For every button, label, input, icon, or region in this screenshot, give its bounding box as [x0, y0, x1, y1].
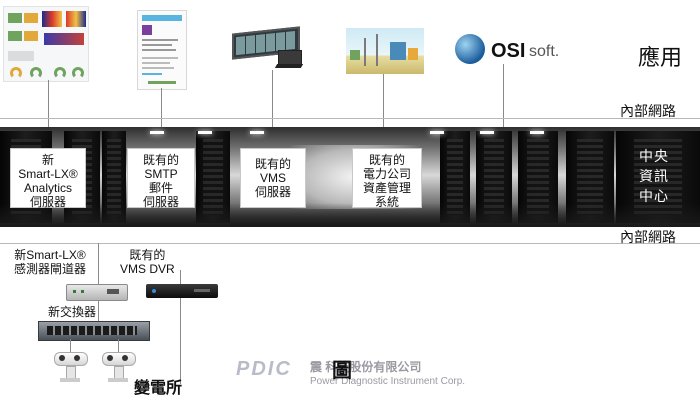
connector-osisoft — [503, 64, 504, 132]
data-center-label-line: 中央 — [639, 148, 669, 164]
gateway-label-line: 新Smart-LX® — [14, 248, 86, 262]
server-line: 郵件 — [148, 181, 173, 195]
data-center-image — [0, 127, 700, 227]
smart-lx-analytics-server: 新 Smart-LX® Analytics 伺服器 — [10, 148, 86, 209]
thermal-camera-icon — [52, 350, 88, 384]
watermark-company-en: Power Diagnostic Instrument Corp. — [310, 376, 466, 387]
connector-asset — [383, 74, 384, 148]
email-phone-thumbnail — [137, 10, 187, 90]
asset-management-illustration-icon — [346, 28, 424, 74]
server-line: 系統 — [374, 195, 399, 209]
gateway-label-line: 感測器閘道器 — [14, 262, 87, 276]
data-center-label: 中央資訊中心 — [622, 146, 686, 206]
dvr-label: 既有的 VMS DVR — [120, 248, 175, 276]
vms-server: 既有的 VMS 伺服器 — [240, 148, 306, 208]
internal-network-label-top: 內部網路 — [620, 103, 676, 119]
server-line: 既有的 — [254, 157, 291, 171]
substation-label: 變電所 — [134, 380, 183, 397]
dvr-label-line: 既有的 — [129, 248, 166, 262]
server-line: Analytics — [23, 181, 73, 195]
connector-camera-right — [118, 339, 119, 353]
data-center-label-line: 中心 — [639, 188, 669, 204]
application-layer-label: 應用 — [638, 45, 683, 70]
osisoft-logo: OSI soft. — [455, 34, 565, 68]
switch-label: 新交換器 — [48, 305, 97, 319]
connector-dvr — [180, 270, 181, 384]
connector-gateway — [98, 243, 99, 285]
osisoft-suffix: soft. — [529, 43, 560, 60]
server-line: 伺服器 — [29, 195, 66, 209]
watermark-company-cn: 震 科技股份有限公司 — [310, 360, 422, 374]
server-line: 電力公司 — [362, 167, 411, 181]
internal-network-label-bottom: 內部網路 — [620, 229, 676, 245]
server-line: 伺服器 — [142, 195, 179, 209]
dvr-label-line: VMS DVR — [120, 262, 175, 276]
figure-label: 圖 — [332, 360, 352, 382]
server-line: 伺服器 — [254, 185, 291, 199]
vms-monitor-icon — [232, 26, 310, 70]
internal-network-line-bottom — [0, 243, 700, 244]
server-line: 既有的 — [142, 153, 179, 167]
data-center-label-line: 資訊 — [639, 168, 669, 184]
network-switch-device — [38, 321, 150, 341]
analytics-dashboard-thumbnail — [3, 6, 89, 82]
server-line: VMS — [259, 171, 286, 185]
gateway-label: 新Smart-LX® 感測器閘道器 — [14, 248, 86, 276]
smtp-mail-server: 既有的 SMTP 郵件 伺服器 — [127, 148, 195, 209]
osisoft-globe-icon — [455, 34, 485, 64]
watermark-brand: PDIC — [236, 358, 292, 380]
osisoft-brand: OSI — [491, 40, 526, 62]
vms-dvr-device — [146, 284, 218, 298]
connector-analytics — [48, 80, 49, 148]
internal-network-line-top — [0, 118, 700, 119]
connector-gateway-switch — [98, 299, 99, 321]
asset-management-system: 既有的 電力公司 資產管理 系統 — [352, 148, 422, 209]
server-line: Smart-LX® — [18, 167, 78, 181]
pdic-watermark: PDIC 震 科技股份有限公司 Power Diagnostic Instrum… — [236, 356, 476, 392]
server-line: 資產管理 — [362, 181, 411, 195]
server-line: 既有的 — [368, 153, 405, 167]
connector-vms — [272, 70, 273, 148]
thermal-camera-icon — [100, 350, 136, 384]
server-line: 新 — [41, 153, 54, 167]
sensor-gateway-device — [66, 284, 128, 301]
connector-camera-left — [70, 339, 71, 353]
server-line: SMTP — [144, 167, 178, 181]
